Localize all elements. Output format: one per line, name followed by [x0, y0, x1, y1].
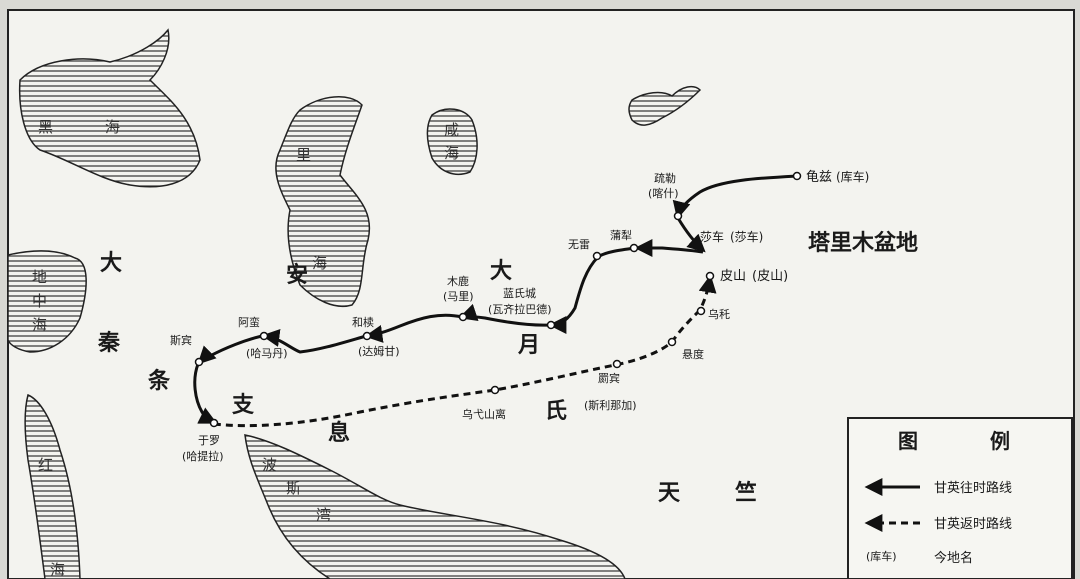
sea-caspian-2: 海	[312, 254, 327, 272]
region-tianzhu-2: 竺	[735, 480, 757, 506]
sea-persian-2: 斯	[286, 479, 301, 497]
sea-aral-1: 咸	[444, 121, 459, 139]
sea-caspian-1: 里	[296, 146, 311, 164]
sea-daqin-1: 大	[100, 251, 122, 276]
marker-wucha	[696, 306, 706, 316]
black-sea-shape	[18, 28, 201, 188]
sea-med-1: 地	[32, 268, 47, 286]
route-outbound-9	[193, 363, 218, 424]
legend-title-1: 图	[898, 429, 918, 453]
route-outbound-7	[261, 328, 367, 354]
label-qiuci: 龟兹	[806, 170, 832, 185]
marker-wulei	[592, 251, 602, 261]
sea-persian-3: 湾	[316, 506, 331, 524]
aral-sea-shape	[426, 108, 478, 176]
legend-return-label: 甘英返时路线	[934, 516, 1012, 532]
region-tianzhu-1: 天	[658, 481, 681, 506]
label-mulu: 木鹿	[447, 274, 469, 288]
label-pishan: 皮山	[720, 269, 746, 284]
label-wucha: 乌秅	[708, 307, 730, 321]
marker-aman	[259, 331, 269, 341]
legend-modern-sample: (库车)	[866, 549, 897, 563]
marker-qiuci	[792, 171, 802, 181]
marker-hedu	[362, 331, 372, 341]
label-xuandu: 悬度	[682, 347, 704, 361]
marker-jibin	[612, 359, 622, 369]
sea-black-1: 黑	[38, 118, 53, 136]
label-aman: 阿蛮	[238, 315, 260, 329]
label-shule: 疏勒	[654, 171, 676, 185]
label-lanshicheng: 蓝氏城	[503, 287, 536, 300]
places-layer	[194, 171, 802, 428]
legend-title-2: 例	[990, 429, 1010, 453]
route-outbound	[672, 174, 798, 220]
label-shule-modern: (喀什)	[648, 187, 679, 200]
region-tarim-basin: 塔里木盆地	[808, 230, 918, 256]
sea-persian-1: 波	[262, 456, 277, 474]
marker-lanshicheng	[546, 320, 556, 330]
label-jibin-modern: (斯利那加)	[584, 399, 637, 412]
sea-aral-2: 海	[444, 144, 459, 162]
region-anxi: 安	[286, 262, 308, 288]
marker-sibin	[194, 357, 204, 367]
persian-gulf-shape	[244, 434, 626, 579]
label-mulu-modern: (马里)	[443, 290, 474, 303]
label-shache-modern: (莎车)	[730, 229, 763, 244]
marker-mulu	[458, 312, 468, 322]
marker-wuyishanli	[490, 385, 500, 395]
red-sea-shape	[24, 393, 81, 579]
label-wuyishanli: 乌弋山离	[462, 407, 506, 421]
sea-daqin-2: 秦	[97, 331, 121, 356]
marker-xuandu	[667, 337, 677, 347]
region-dayuezhi-1: 大	[490, 259, 512, 284]
balkhash-shape	[628, 85, 702, 126]
label-hedu: 和椟	[352, 315, 374, 329]
legend-box	[847, 417, 1073, 579]
route-outbound-4	[548, 246, 636, 334]
route-outbound-2	[676, 217, 706, 253]
label-shache: 莎车	[700, 229, 724, 244]
route-outbound-6	[364, 313, 463, 343]
marker-pishan	[705, 271, 715, 281]
legend-modern-label: 今地名	[934, 550, 973, 566]
label-qiuci-modern: (库车)	[836, 169, 869, 184]
label-wulei: 无雷	[568, 238, 590, 251]
label-pishan-modern: (皮山)	[752, 269, 788, 284]
region-tiaozhi-1: 条	[147, 368, 171, 394]
legend: 图 例 甘英往时路线 甘英返时路线 (库车) 今地名	[847, 417, 1073, 579]
label-lanshicheng-modern: (瓦齐拉巴德)	[488, 302, 552, 316]
region-dayuezhi-3: 氏	[545, 399, 567, 424]
label-jibin: 罽宾	[598, 371, 620, 385]
sea-red-2: 海	[50, 561, 65, 579]
marker-shule	[673, 211, 683, 221]
region-tiaozhi-2: 支	[232, 393, 255, 418]
mediterranean-shape	[7, 250, 87, 353]
route-return	[213, 274, 717, 428]
label-aman-modern: (哈马丹)	[246, 347, 288, 360]
caspian-sea-shape	[275, 96, 371, 307]
marker-yuluo	[209, 418, 219, 428]
legend-outbound-label: 甘英往时路线	[934, 480, 1012, 496]
label-hedu-modern: (达姆甘)	[358, 344, 400, 358]
sea-red-1: 红	[38, 456, 53, 474]
label-yuluo: 于罗	[198, 434, 220, 447]
sea-med-2: 中	[32, 292, 47, 310]
marker-puli	[629, 243, 639, 253]
sea-black-2: 海	[105, 118, 120, 136]
route-outbound-3	[634, 239, 704, 257]
label-puli: 蒲犁	[610, 228, 632, 242]
region-xi: 息	[328, 420, 350, 446]
region-dayuezhi-2: 月	[517, 333, 540, 358]
sea-med-3: 海	[32, 316, 47, 334]
label-yuluo-modern: (哈提拉)	[182, 449, 224, 463]
label-sibin: 斯宾	[170, 333, 192, 347]
